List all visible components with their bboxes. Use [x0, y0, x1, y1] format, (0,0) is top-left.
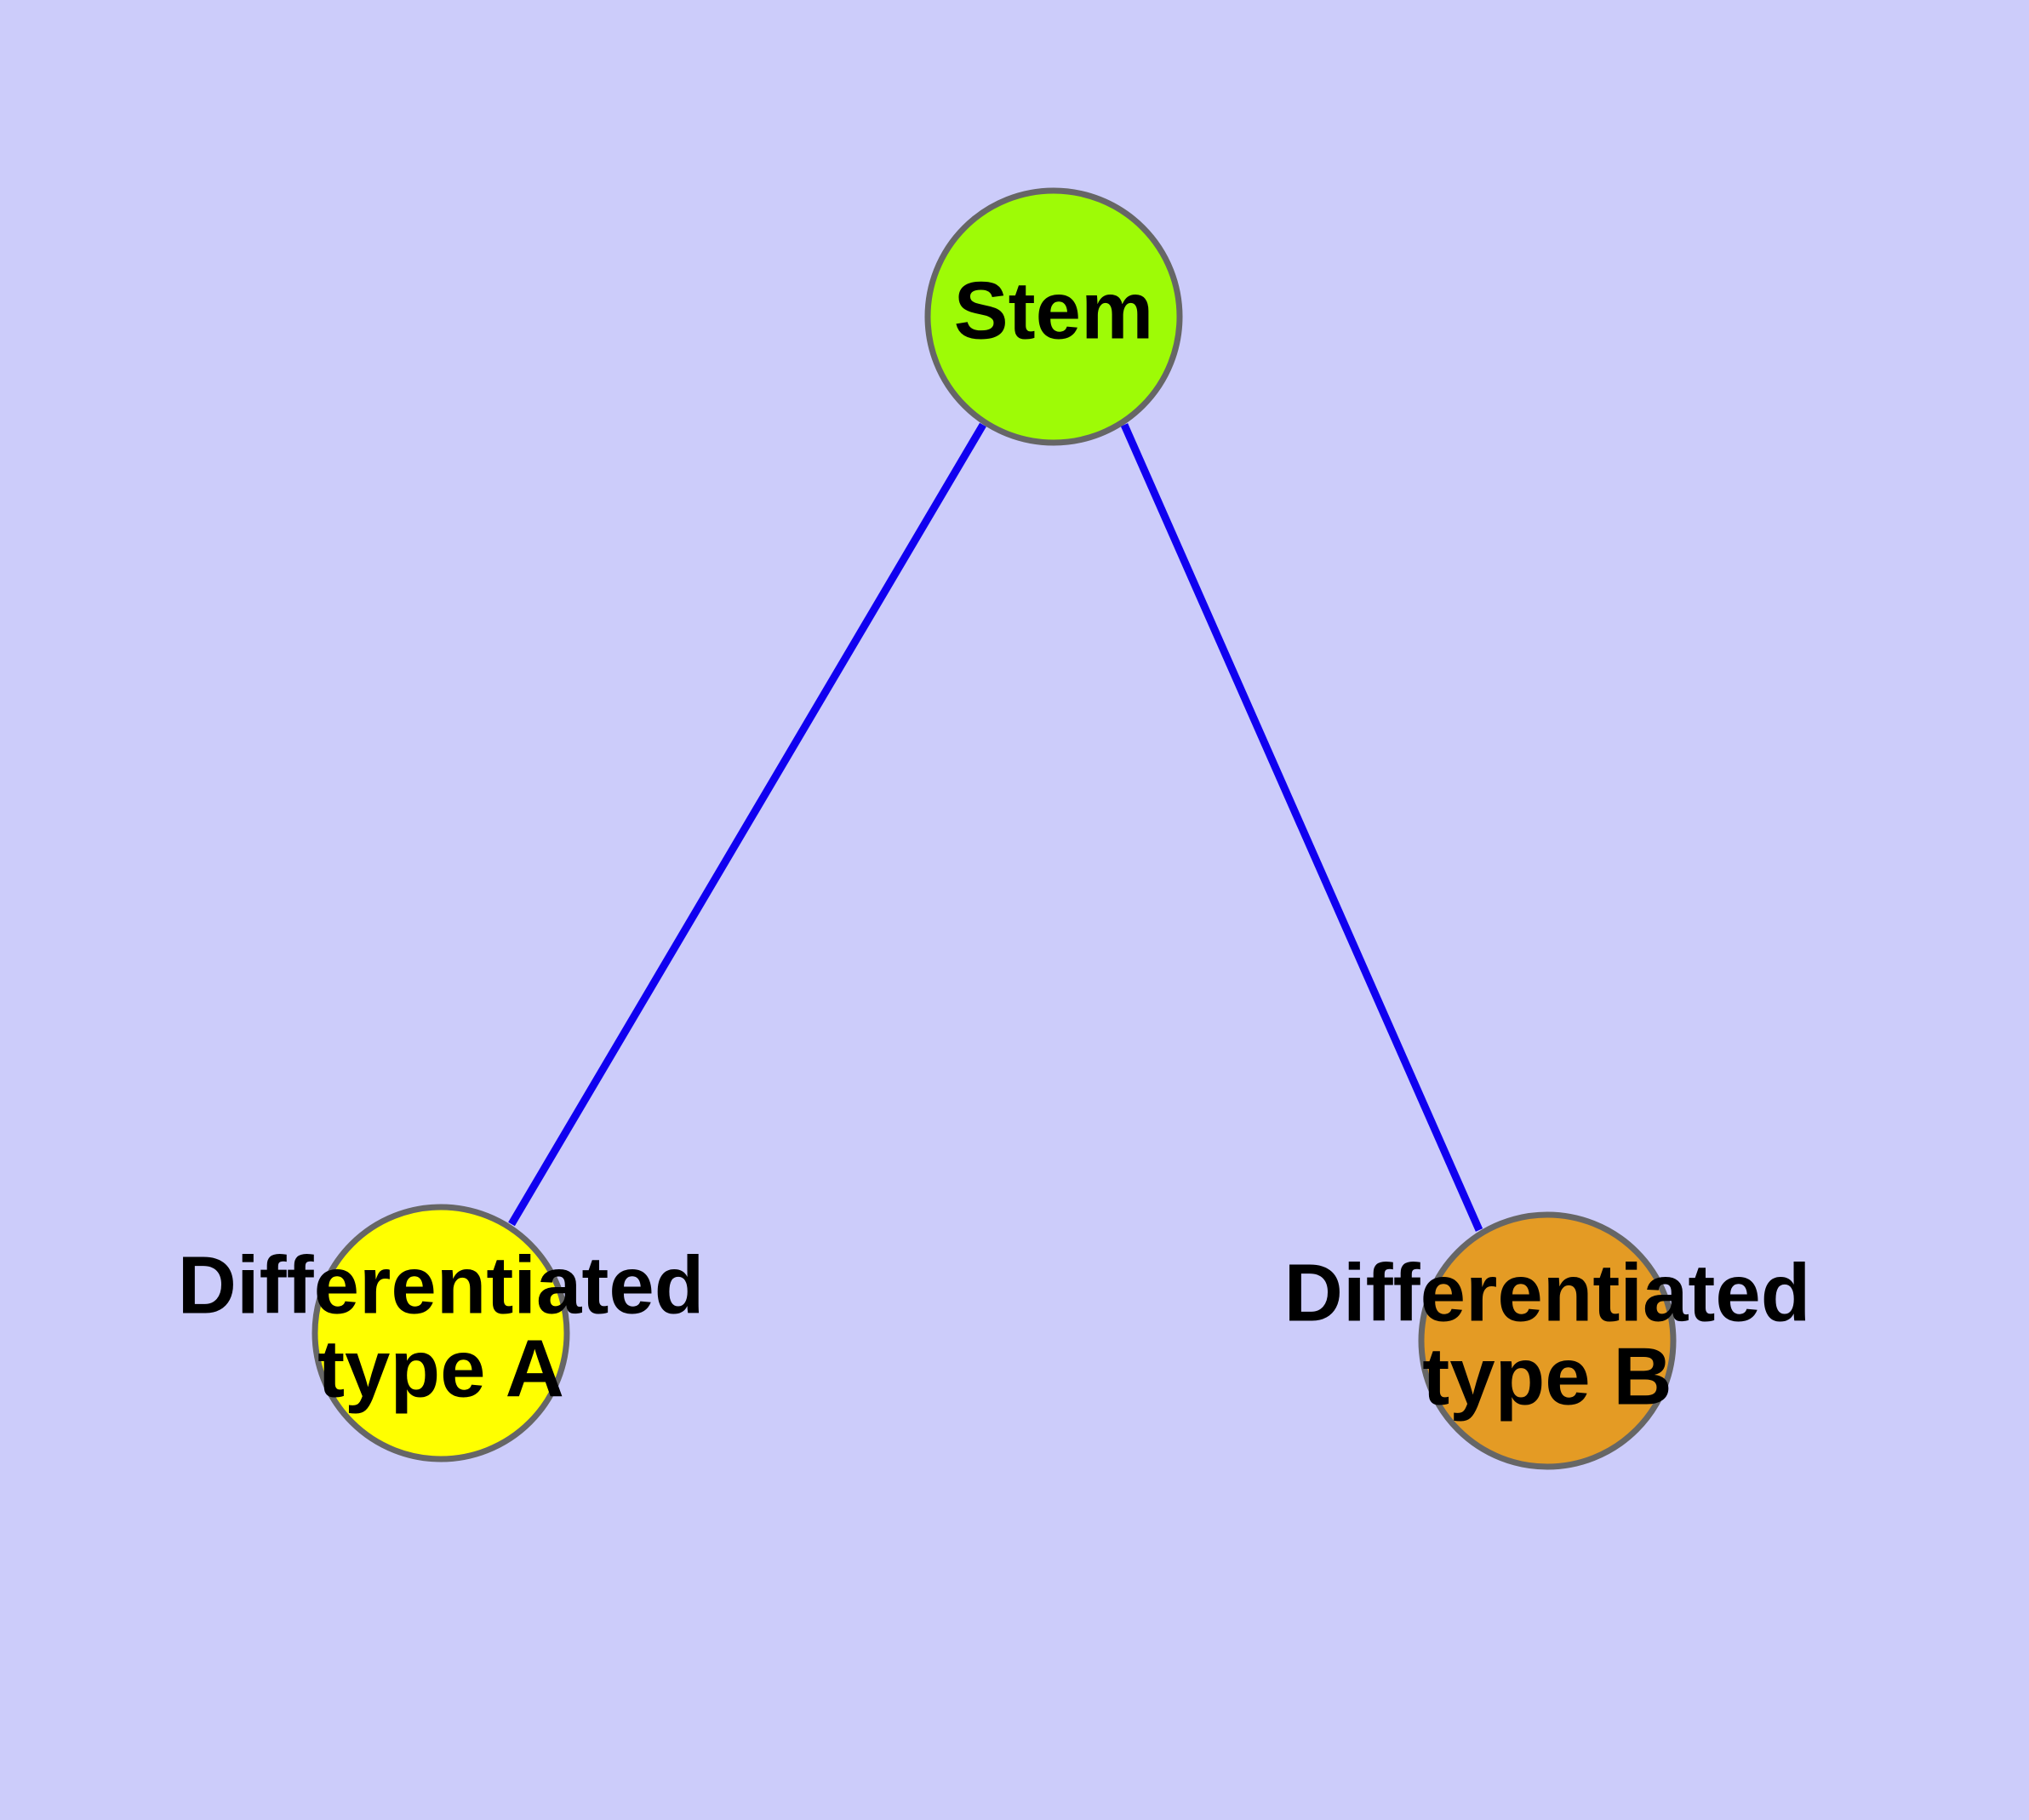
- node-label-stem-line-1: Stem: [954, 265, 1154, 356]
- node-label-diff_a-line-2: type A: [317, 1323, 564, 1414]
- edges-layer: [508, 422, 1483, 1232]
- node-label-diff_b-line-2: type B: [1422, 1331, 1672, 1422]
- edge-stem-to-a[interactable]: [508, 422, 986, 1227]
- node-circle-stem[interactable]: [924, 187, 1183, 446]
- node-circle-diff_a[interactable]: [311, 1204, 570, 1462]
- node-label-diff_b-line-1: Differentiated: [1284, 1247, 1811, 1338]
- node-circle-diff_b[interactable]: [1418, 1211, 1677, 1470]
- node-stem[interactable]: Stem: [924, 187, 1183, 446]
- node-label-diff_a-line-1: Differentiated: [178, 1239, 705, 1331]
- edge-stem-to-b[interactable]: [1120, 423, 1483, 1232]
